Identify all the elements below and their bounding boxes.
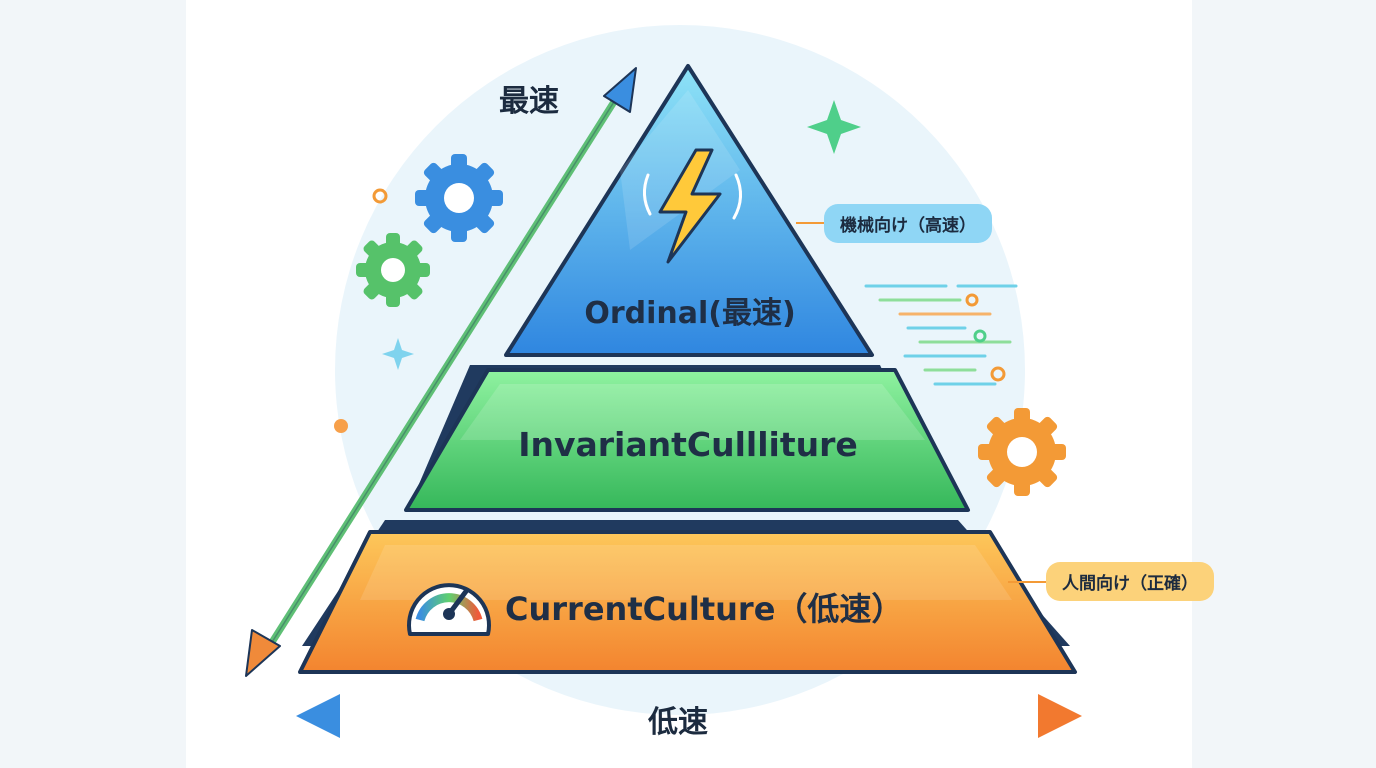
note-machine: 機械向け（高速） [824,204,992,243]
decorative-dot [372,188,388,204]
data-lines-decoration [864,284,1018,386]
sparkle-icon [382,338,414,370]
tier-label-invariant: InvariantCullliture [518,425,858,464]
gear-icon [356,233,430,307]
speedometer-icon [407,583,491,636]
sparkle-icon [807,100,861,154]
speed-axis-arrow [245,67,637,677]
axis-top-label: 最速 [499,84,559,119]
decorative-dot [334,419,348,433]
note-human: 人間向け（正確） [1046,562,1214,601]
gear-icon [978,408,1066,496]
tier-label-current: CurrentCulture（低速） [505,590,904,628]
tier-current-culture [298,520,1077,674]
bottom-left-arrow [296,694,628,738]
bottom-right-arrow [749,694,1082,738]
tier-label-ordinal: Ordinal(最速) [584,296,796,331]
tier-invariant-culture [404,365,970,512]
axis-bottom-label: 低速 [648,705,708,740]
lightning-icon [643,148,742,264]
gear-icon [415,154,503,242]
